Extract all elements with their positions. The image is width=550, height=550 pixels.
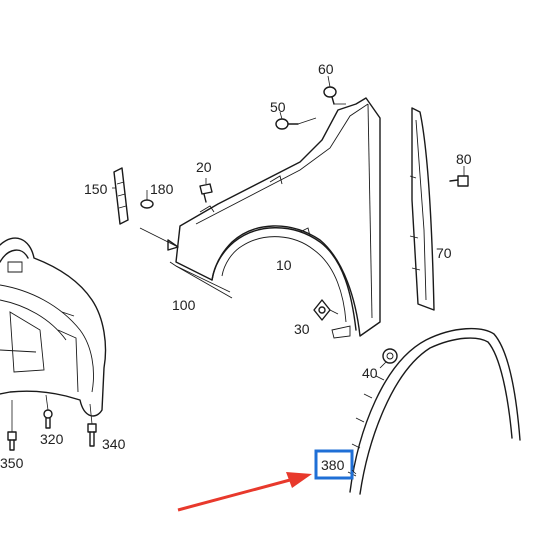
callout-180: 180 <box>150 181 174 197</box>
highlight-box-380 <box>314 449 354 480</box>
callout-50: 50 <box>270 99 286 115</box>
bolt-60 <box>323 75 346 105</box>
bolt-20 <box>199 178 213 203</box>
assembly-arrowhead <box>167 239 179 251</box>
callout-10: 10 <box>276 257 292 273</box>
callout-340: 340 <box>102 436 126 452</box>
callout-380: 380 <box>321 457 345 473</box>
screw-350 <box>7 400 17 451</box>
screw-340 <box>87 403 97 447</box>
callout-40: 40 <box>362 365 378 381</box>
washer-40 <box>379 348 398 369</box>
fender-front-edge <box>169 261 233 299</box>
callout-60: 60 <box>318 61 334 77</box>
red-pointer-arrow <box>177 472 312 512</box>
screw-320 <box>43 394 53 429</box>
wheel-arch-flare <box>347 327 521 495</box>
callout-150: 150 <box>84 181 108 197</box>
callout-100: 100 <box>172 297 196 313</box>
bracket-150 <box>112 167 129 225</box>
callout-70: 70 <box>436 245 452 261</box>
front-fender <box>175 97 381 339</box>
bolt-80 <box>449 166 469 187</box>
callout-80: 80 <box>456 151 472 167</box>
wheel-arch-liner <box>0 237 107 417</box>
bolt-50 <box>275 111 317 130</box>
clip-180 <box>140 190 154 209</box>
callout-20: 20 <box>196 159 212 175</box>
support-bracket-70 <box>409 107 435 311</box>
leader-380 <box>351 469 357 475</box>
assembly-arrow <box>139 227 177 247</box>
callout-30: 30 <box>294 321 310 337</box>
callout-320: 320 <box>40 431 64 447</box>
clip-30 <box>313 299 339 321</box>
callout-350: 350 <box>0 455 24 471</box>
